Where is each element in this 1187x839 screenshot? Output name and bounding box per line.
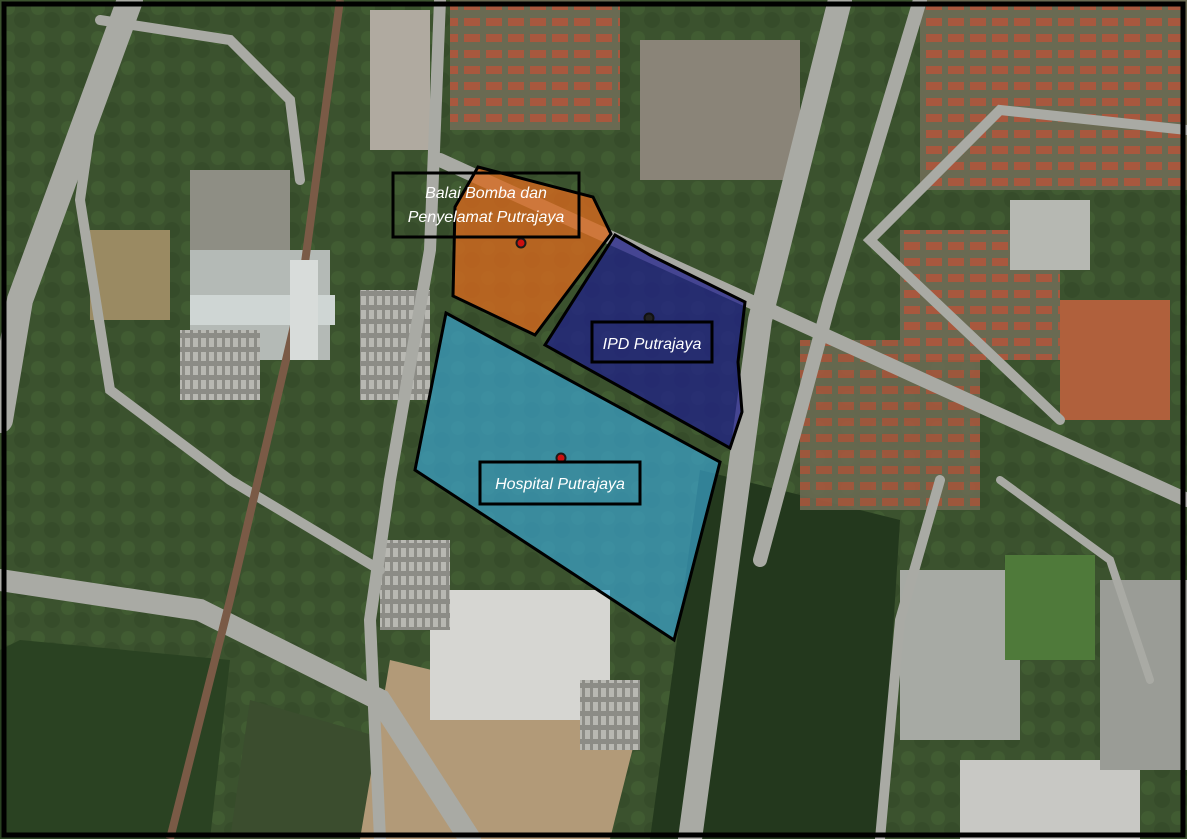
ipd-label: IPD Putrajaya [590, 320, 714, 364]
hospital-label: Hospital Putrajaya [478, 460, 642, 506]
labels-layer: Balai Bomba dan Penyelamat Putrajaya IPD… [391, 171, 714, 506]
bomba-label-line-2: Penyelamat Putrajaya [408, 209, 565, 226]
bomba-label-line-1: Balai Bomba dan [425, 185, 547, 202]
bomba-label: Balai Bomba dan Penyelamat Putrajaya [391, 171, 581, 239]
bomba-marker[interactable] [515, 237, 527, 249]
ipd-zone[interactable] [542, 232, 747, 451]
hospital-zone[interactable] [413, 310, 722, 643]
bomba-zone[interactable] [451, 165, 613, 337]
hospital-label-text: Hospital Putrajaya [495, 476, 625, 493]
ipd-label-text: IPD Putrajaya [603, 336, 702, 353]
zones-layer [413, 165, 747, 643]
